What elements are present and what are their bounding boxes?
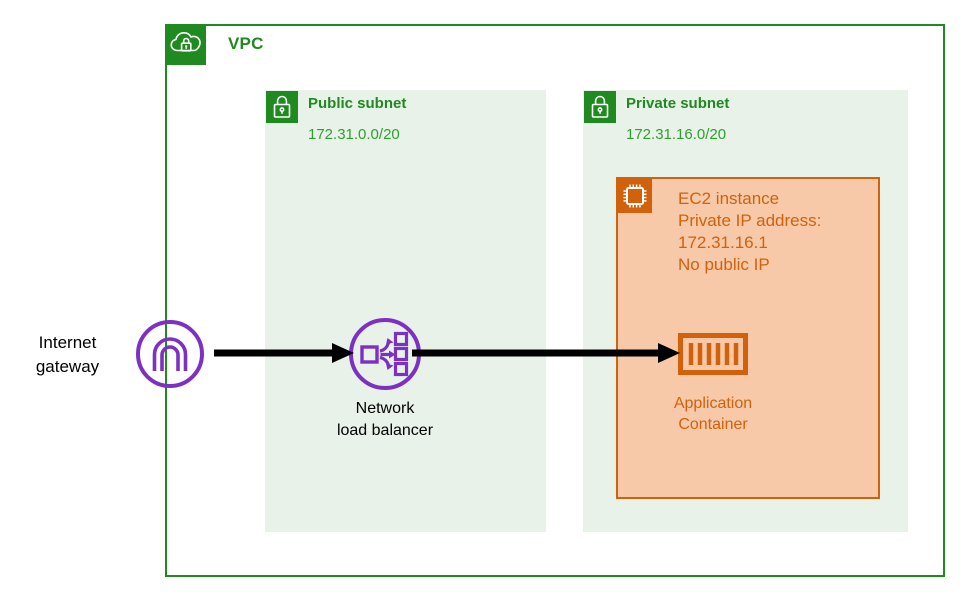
- private-subnet-title: Private subnet: [626, 95, 730, 112]
- container-label-line-1: Application: [673, 395, 753, 412]
- arrow-internet-gateway-to-load-balancer: [214, 340, 354, 366]
- ec2-chip-icon: [618, 179, 652, 213]
- internet-gateway-label: Internet gateway: [10, 331, 125, 379]
- arrow-load-balancer-to-application-container: [412, 340, 680, 366]
- ec2-line-no-public-ip: No public IP: [678, 255, 770, 274]
- application-container-icon: [678, 333, 748, 375]
- ec2-instance-box: [616, 177, 880, 499]
- public-subnet-title: Public subnet: [308, 95, 407, 112]
- nlb-label-line-1: Network: [355, 400, 415, 417]
- network-load-balancer-label: Network load balancer: [310, 398, 460, 442]
- public-subnet-cidr: 172.31.0.0/20: [308, 126, 400, 143]
- vpc-label: VPC: [228, 34, 264, 53]
- igw-label-line-1: Internet: [38, 333, 97, 352]
- ec2-line-private-ip-label: Private IP address:: [678, 211, 822, 230]
- public-subnet-lock-icon: [266, 91, 298, 123]
- container-label-line-2: Container: [678, 416, 748, 433]
- internet-gateway-icon: [134, 318, 206, 390]
- private-subnet-lock-icon: [584, 91, 616, 123]
- private-subnet-cidr: 172.31.16.0/20: [626, 126, 727, 143]
- ec2-line-title: EC2 instance: [678, 189, 780, 208]
- igw-label-line-2: gateway: [35, 357, 100, 376]
- vpc-boundary: [165, 24, 945, 577]
- public-subnet-box: [265, 90, 546, 532]
- application-container-label: Application Container: [648, 393, 778, 435]
- nlb-label-line-2: load balancer: [336, 422, 434, 439]
- ec2-line-private-ip-value: 172.31.16.1: [678, 233, 768, 252]
- ec2-instance-details: EC2 instance Private IP address: 172.31.…: [678, 188, 821, 276]
- vpc-cloud-lock-icon: [166, 25, 206, 65]
